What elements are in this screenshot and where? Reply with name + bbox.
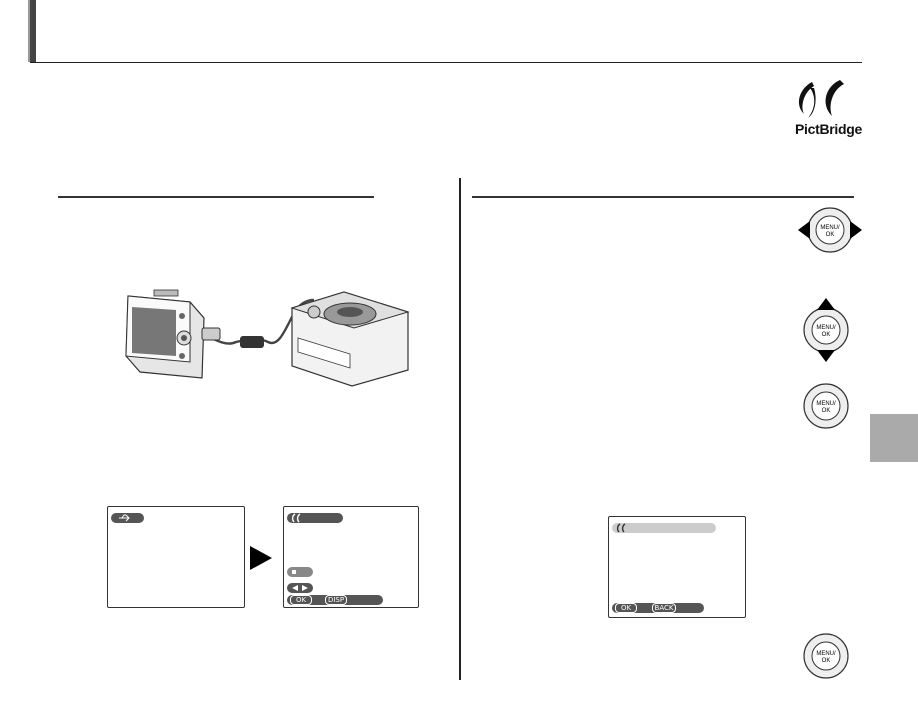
selector-ok-icon: MENU/ OK	[803, 633, 849, 679]
usb-icon	[111, 513, 144, 523]
ok-button-tag: OK	[615, 603, 637, 613]
ok-button-tag: OK	[290, 595, 312, 605]
section-2-rule	[472, 196, 854, 198]
header-accent	[30, 0, 36, 62]
svg-text:OK: OK	[822, 658, 831, 664]
arrow-right-icon	[250, 546, 272, 570]
pictbridge-logo-icon	[798, 80, 844, 118]
svg-text:MENU/: MENU/	[816, 401, 836, 407]
pictbridge-icon	[612, 523, 716, 533]
svg-text:OK: OK	[826, 232, 835, 238]
printer-icon	[290, 291, 410, 387]
svg-text:OK: OK	[822, 408, 831, 414]
left-right-nav-icon	[287, 583, 313, 593]
disp-button-tag: DISP	[325, 595, 347, 605]
menu-ok-label: MENU/	[820, 225, 840, 231]
header-accent-left	[28, 0, 30, 62]
header-rule	[30, 62, 862, 63]
print-screen: OK BACK	[608, 516, 746, 618]
pictbridge-screen: OK DISP	[283, 506, 419, 608]
selector-left-right-icon: MENU/ OK	[798, 207, 862, 253]
pictbridge-logo-text: PictBridge	[795, 121, 863, 137]
button-guide-bar: OK BACK	[612, 603, 704, 613]
svg-text:MENU/: MENU/	[816, 325, 836, 331]
camera-icon	[125, 289, 205, 379]
button-guide-bar: OK DISP	[287, 595, 383, 605]
chapter-tab	[870, 414, 918, 462]
svg-text:MENU/: MENU/	[816, 651, 836, 657]
svg-text:OK: OK	[822, 332, 831, 338]
back-button-tag: BACK	[652, 603, 676, 613]
camera-printer-illustration-icon	[125, 289, 410, 387]
pictbridge-icon	[287, 513, 343, 523]
section-1-rule	[58, 196, 374, 198]
selector-ok-icon: MENU/ OK	[803, 383, 849, 429]
usb-screen	[107, 506, 245, 608]
print-option-pill	[287, 567, 313, 577]
selector-up-down-icon: MENU/ OK	[803, 298, 849, 362]
column-divider	[459, 178, 461, 680]
